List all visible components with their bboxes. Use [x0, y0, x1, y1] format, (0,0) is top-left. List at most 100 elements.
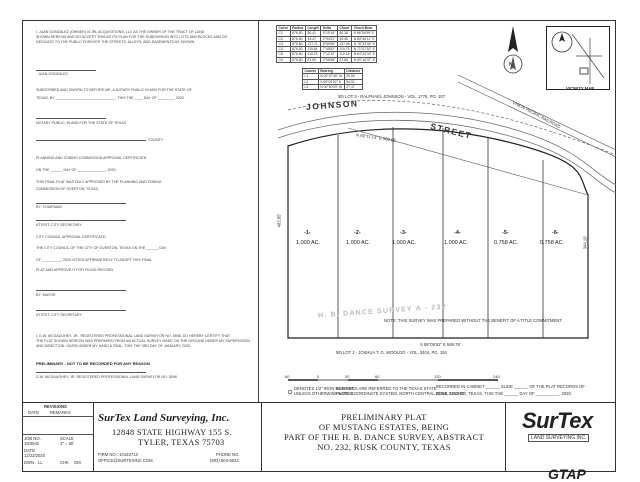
curve_table-cell: 137.71 — [304, 40, 322, 48]
chairman-signature-line — [36, 203, 126, 204]
scale-tick: 60 — [375, 374, 380, 379]
iron-rod-note-1: DENOTES 1/2" IRON ROD SET — [294, 386, 355, 391]
company-address-1: 12848 STATE HIGHWAY 155 S. — [112, 428, 232, 437]
owner-cert-line: DEDICATE TO THE PUBLIC FOREVER THE STREE… — [36, 40, 196, 44]
title-commitment-note: NOTE: THIS SURVEY WAS PREPARED WITHOUT T… — [384, 318, 563, 323]
curve_table-cell: 110.23 — [304, 51, 322, 58]
adjoiner-top: 5th LOT 3 - RALPHAEL JOHNSON - VOL. 1776… — [338, 94, 446, 99]
line_table-cell: 27.47 — [343, 83, 363, 91]
curve_table-cell: N 84°46'11" E — [351, 35, 378, 42]
left-boundary-dim: 482.85' — [276, 213, 282, 228]
scale-tick: 120 — [434, 374, 441, 379]
bearings-note-1: BEARINGS ARE REFERRED TO THE TEXAS STATE — [336, 386, 437, 391]
plat-title-line: OF MUSTANG ESTATES, BEING — [318, 422, 450, 432]
county-line — [36, 140, 146, 141]
phone-number: (903) 504-5923 — [210, 458, 239, 463]
rev-divider — [22, 434, 94, 435]
surveyor-cert-line: AND DIRECTION. GIVEN UNDER MY HAND & SEA… — [36, 344, 192, 348]
lot-1-area: 1.000 AC. — [296, 240, 321, 246]
lot-6-number: -6- — [552, 230, 559, 236]
mayor-label: BY: MAYOR — [36, 293, 56, 297]
line_table-cell: 84.51 — [343, 78, 363, 85]
curve_table-cell: 47.68 — [336, 56, 353, 64]
job-no-label: JOB NO. — [24, 436, 41, 441]
title-block-top-border — [22, 402, 616, 403]
plat-title-line: NO. 232, RUSK COUNTY, TEXAS — [317, 442, 451, 452]
recording-line-1: RECORDED IN CABINET ______ SLIDE ______ … — [436, 384, 585, 389]
curve_table-cell: N 64°25'33" E — [351, 51, 378, 58]
secretary-label: ATTEST: CITY SECRETARY — [36, 223, 82, 227]
curve_table-header-cell: Chord — [336, 24, 353, 32]
adjoiner-bottom: 5th LOT 1 - JOSHUA T. G. WOOLOO - VOL. 3… — [336, 350, 447, 355]
curve_table-header-cell: Length — [304, 24, 322, 32]
council-secretary-line — [36, 310, 126, 311]
north-label: N — [509, 62, 513, 68]
revisions-label: REVISIONS — [44, 404, 67, 409]
scale-tick: 60 — [285, 374, 290, 379]
chairman-label: BY: CHAIRMAN — [36, 205, 62, 209]
lot-5-area: 0.758 AC. — [494, 240, 519, 246]
scale-tick: 240 — [493, 374, 500, 379]
firm-number: FIRM NO.: 10193713 — [98, 452, 138, 457]
curve_table-cell: 119.75 — [336, 46, 353, 53]
company-block: SurTex Land Surveying, Inc. 12848 STATE … — [94, 402, 262, 472]
drawn-value: LL — [38, 460, 43, 465]
company-address-2: TYLER, TEXAS 75703 — [138, 438, 225, 447]
iron-rod-note-2: UNLESS OTHERWISE NOTED. — [294, 391, 355, 396]
recording-line-2: RUSK COUNTY, TEXAS, THIS THE ______ DAY … — [436, 391, 572, 396]
curve_table-cell: 137.56 — [336, 40, 353, 48]
plat-title-line: PRELIMINARY PLAT — [341, 412, 427, 422]
checked-value: GM — [74, 460, 81, 465]
phone-label: PHONE NO. — [216, 452, 240, 457]
surtex-logo: SurTex LAND SURVEYING INC. — [512, 408, 606, 452]
logo-wordmark: SurTex — [522, 408, 593, 433]
curve_table-header-cell: Chord Bear. — [351, 24, 378, 32]
plat-title-block: PRELIMINARY PLAT OF MUSTANG ESTATES, BEI… — [262, 402, 506, 472]
curve_table-cell: 44.47 — [304, 35, 322, 42]
notary-line: TEXAS, BY ______________________________… — [36, 96, 185, 100]
vicinity-map — [546, 26, 610, 90]
curve_table-cell: 80.38 — [336, 30, 353, 37]
right-boundary-dim: 344.10' — [582, 235, 588, 250]
lot-2-area: 1.000 AC. — [346, 240, 371, 246]
county-label: COUNTY — [148, 138, 164, 142]
vicinity-map-label: VICINITY MAP — [566, 86, 595, 91]
lot-3-area: 1.000 AC. — [392, 240, 417, 246]
bearings-note-2: PLANE COORDINATE SYSTEM, NORTH CENTRAL Z… — [336, 391, 466, 396]
revisions-block: REVISIONS DATE REMARKS JOB NO. 19/3942 S… — [22, 402, 94, 472]
notary-signature-line — [36, 118, 106, 119]
job-no-value: 19/3942 — [24, 441, 40, 446]
secretary-signature-line — [36, 220, 126, 221]
council-text: PLAT AND APPROVE IT FOR FILING RECORD. — [36, 268, 115, 272]
certificate-divider — [258, 20, 259, 402]
curve_table-cell: N 59°18'37" E — [351, 56, 378, 64]
lot-4-area: 1.000 AC. — [444, 240, 469, 246]
date-value: 12/23/2020 — [24, 453, 45, 458]
curve_table-cell: N 71°07'52" E — [351, 46, 378, 53]
gtap-watermark: GTAP — [548, 466, 586, 482]
drawn-label: DWN — [24, 460, 35, 465]
zoning-text: THIS FINAL PLAT WAS DULY APPROVED BY THE… — [36, 180, 162, 184]
lot-5-number: -5- — [502, 230, 509, 236]
bottom-bearing: S 89°09'52" E 569.78' — [420, 342, 461, 347]
mayor-signature-line — [36, 290, 126, 291]
logo-subtitle: LAND SURVEYING INC. — [528, 434, 590, 442]
plat-title-line: PART OF THE H. B. DANCE SURVEY, ABSTRACT — [284, 432, 485, 442]
zoning-text: COMMISSION OF OVERTON, TEXAS. — [36, 187, 99, 191]
curve_table-cell: 110.16 — [336, 51, 353, 58]
line_table-header-cell: Distance — [343, 67, 363, 75]
surveyor-signature-line — [36, 372, 146, 373]
scale-label: SCALE — [60, 436, 74, 441]
zoning-title: PLANNING AND ZONING COMMISSION APPROVAL … — [36, 156, 148, 160]
rev-date-header: DATE — [28, 410, 39, 415]
